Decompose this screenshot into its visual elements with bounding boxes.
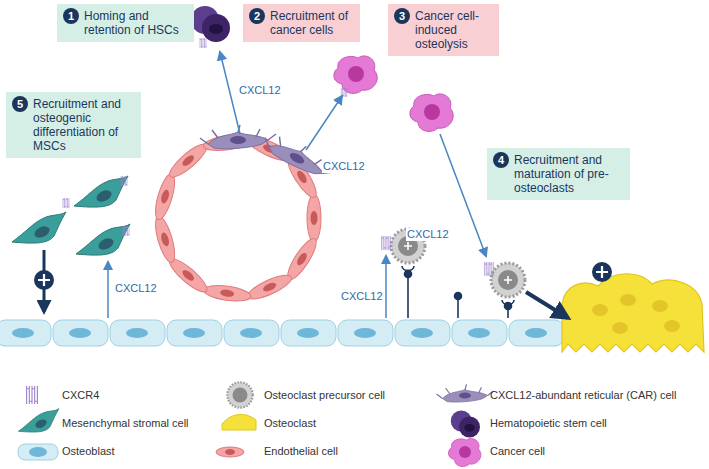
- osteoblast: [452, 320, 507, 346]
- osteoblast: [395, 320, 450, 346]
- endothelial-cell: [202, 283, 252, 304]
- legend-entry: Mesenchymal stromal cell: [62, 417, 189, 430]
- legend-entry: Hematopoietic stem cell: [490, 417, 607, 430]
- callout-number: 3: [394, 8, 410, 24]
- osteoblast: [338, 320, 393, 346]
- legend-text: Mesenchymal stromal cell: [62, 417, 189, 429]
- legend-entry: CXCR4: [62, 389, 99, 402]
- step-text: Homing and retention of HSCs: [84, 9, 188, 37]
- legend-text: Osteoclast: [264, 417, 316, 429]
- osteoblast: [224, 320, 279, 346]
- osteoblast: [167, 320, 222, 346]
- signal-label: CXCL12: [238, 84, 282, 97]
- legend-text: Osteoblast: [62, 445, 115, 457]
- step-text: Recruitment and maturation of pre-osteoc…: [514, 153, 624, 195]
- legend-entry: CXCL12-abundant reticular (CAR) cell: [490, 389, 676, 402]
- legend-text: Hematopoietic stem cell: [490, 417, 607, 429]
- legend-entry: Endothelial cell: [264, 445, 338, 458]
- osteoblast: [0, 320, 51, 346]
- step-text: Recruitment and osteogenic differentiati…: [33, 97, 135, 153]
- legend-entry: Cancer cell: [490, 445, 545, 458]
- step-box: 1 Homing and retention of HSCs: [57, 4, 194, 42]
- callout-number: 4: [493, 152, 509, 168]
- step-box: 4 Recruitment and maturation of pre-osteo…: [487, 148, 630, 200]
- osteoblast: [110, 320, 165, 346]
- endothelial-cell: [152, 214, 179, 264]
- step-text: Recruitment of cancer cells: [270, 9, 354, 37]
- signal-label: CXCL12: [322, 160, 366, 173]
- endothelial-cell: [245, 271, 294, 304]
- osteoblast: [509, 320, 564, 346]
- signal-label: CXCL12: [340, 290, 384, 303]
- legend-text: CXCR4: [62, 389, 99, 401]
- legend-entry: Osteoblast: [62, 445, 115, 458]
- legend-entry: Osteoclast: [264, 417, 316, 430]
- legend-text: Osteoclast precursor cell: [264, 389, 385, 401]
- step-box: 3 Cancer cell-induced osteolysis: [388, 4, 499, 56]
- callout-number: 1: [63, 8, 79, 24]
- step-box: 2 Recruitment of cancer cells: [243, 4, 360, 42]
- legend-text: Endothelial cell: [264, 445, 338, 457]
- endothelial-cell: [152, 172, 179, 222]
- callout-number: 2: [249, 8, 265, 24]
- signal-label: CXCL12: [406, 228, 450, 241]
- callout-number: 5: [12, 96, 28, 112]
- step-text: Cancer cell-induced osteolysis: [415, 9, 493, 51]
- step-box: 5 Recruitment and osteogenic differentiat…: [6, 92, 141, 158]
- legend-text: CXCL12-abundant reticular (CAR) cell: [490, 389, 676, 401]
- legend-text: Cancer cell: [490, 445, 545, 457]
- legend-entry: Osteoclast precursor cell: [264, 389, 385, 402]
- endothelial-cell: [307, 194, 321, 242]
- signal-label: CXCL12: [114, 282, 158, 295]
- osteoblast: [53, 320, 108, 346]
- osteoblast: [281, 320, 336, 346]
